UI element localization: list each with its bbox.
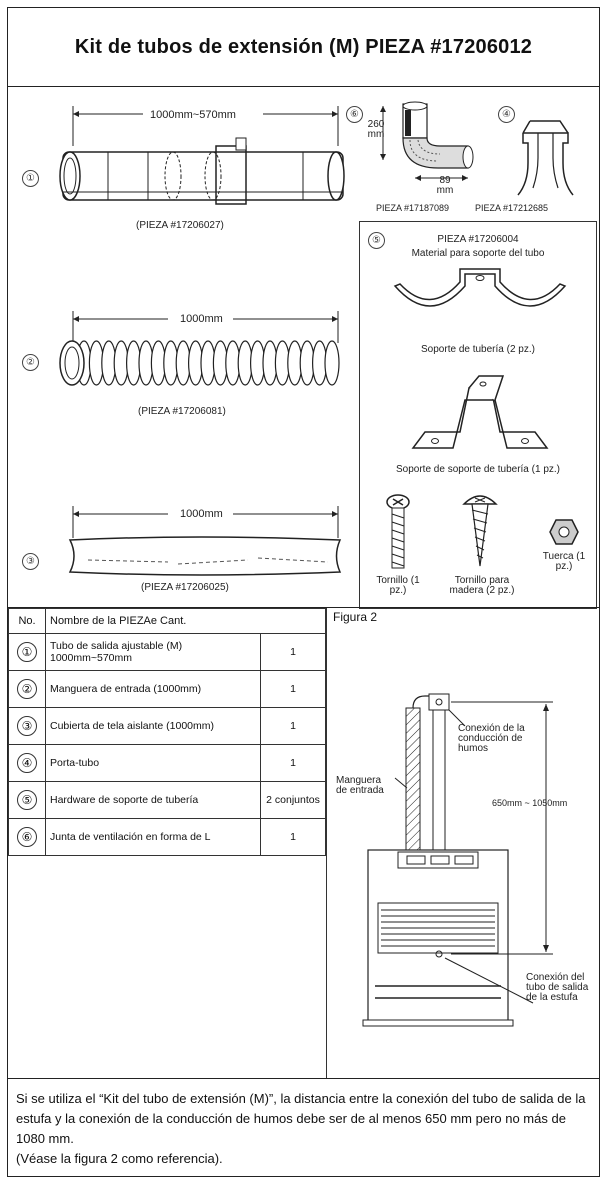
holder-part-number: PIEZA #17212685	[475, 203, 549, 213]
hose-rib	[324, 340, 340, 386]
header-name: Nombre de la PIEZAe Cant.	[45, 608, 326, 634]
elbow-width-label: 89 mm	[436, 175, 454, 196]
wood-screw-icon	[462, 495, 498, 567]
page-title: Kit de tubos de extensión (M) PIEZA #172…	[8, 8, 599, 87]
pipe-part-number: (PIEZA #17206027)	[136, 220, 224, 231]
hose-length-label: 1000mm	[180, 313, 223, 325]
item-number-1: ①	[22, 170, 39, 187]
row-name: Manguera de entrada (1000mm)	[45, 670, 261, 708]
row-number: ③	[17, 716, 37, 736]
intake-hose-label: Manguera de entrada	[336, 775, 384, 796]
wood-screw-label: Tornillo para madera (2 pz.)	[449, 575, 515, 596]
note-reference: (Véase la figura 2 como referencia).	[16, 1151, 223, 1166]
hose-part-number: (PIEZA #17206081)	[138, 406, 226, 417]
note-text: Si se utiliza el “Kit del tubo de extens…	[16, 1091, 586, 1146]
nut-label: Tuerca (1 pz.)	[542, 551, 586, 572]
flue-connection-label: Conexión de la conducción de humos	[458, 723, 525, 754]
figure2-diagram	[362, 693, 553, 1027]
distance-label: 650mm ~ 1050mm	[492, 798, 568, 808]
hardware-subtitle: Material para soporte del tubo	[411, 248, 545, 259]
parts-table: No. Nombre de la PIEZAe Cant. ① Tubo de s…	[8, 608, 326, 856]
table-row: ③ Cubierta de tela aislante (1000mm)1	[8, 707, 326, 745]
bracket-support-label: Soporte de soporte de tubería (1 pz.)	[396, 464, 560, 475]
row-name: Junta de ventilación en forma de L	[45, 818, 261, 856]
section-divider	[8, 607, 599, 608]
row-name: Porta-tubo	[45, 744, 261, 782]
item-number-3: ③	[22, 553, 39, 570]
row-name: Hardware de soporte de tubería	[45, 781, 261, 819]
header-no: No.	[8, 608, 46, 634]
hardware-panel: ⑤ PIEZA #17206004 Material para soporte …	[359, 221, 597, 609]
intake-hose-drawing	[59, 311, 340, 386]
screw-icon	[386, 494, 410, 569]
instruction-sheet: Kit de tubos de extensión (M) PIEZA #172…	[7, 7, 600, 1177]
note-box: Si se utiliza el “Kit del tubo de extens…	[8, 1078, 599, 1178]
row-name: Tubo de salida ajustable (M) 1000mm~570m…	[45, 633, 261, 671]
pipe-holder-drawing	[517, 120, 574, 196]
hardware-part-number: PIEZA #17206004	[437, 234, 519, 245]
nut-icon	[549, 519, 579, 545]
row-qty: 1	[260, 744, 326, 782]
cover-part-number: (PIEZA #17206025)	[141, 582, 229, 593]
table-row: ① Tubo de salida ajustable (M) 1000mm~570…	[8, 633, 326, 671]
table-row: ② Manguera de entrada (1000mm)1	[8, 670, 326, 708]
row-number: ①	[17, 642, 37, 662]
l-elbow-drawing	[380, 101, 474, 181]
row-number: ⑤	[17, 790, 37, 810]
row-qty: 1	[260, 670, 326, 708]
hose-ribs	[76, 340, 340, 386]
item-number-4: ④	[498, 106, 515, 123]
cover-length-label: 1000mm	[180, 508, 223, 520]
bracket-label: Soporte de tubería (2 pz.)	[421, 344, 535, 355]
row-qty: 1	[260, 633, 326, 671]
table-header: No. Nombre de la PIEZAe Cant.	[8, 608, 326, 634]
row-number: ⑥	[17, 827, 37, 847]
row-number: ②	[17, 679, 37, 699]
item-number-5: ⑤	[368, 232, 385, 249]
stove-connection-label: Conexión del tubo de salida de la estufa	[526, 972, 589, 1003]
elbow-height-label: 260 mm	[367, 119, 385, 140]
row-number: ④	[17, 753, 37, 773]
pipe-length-label: 1000mm~570mm	[150, 109, 236, 121]
row-qty: 2 conjuntos	[260, 781, 326, 819]
figure2-title: Figura 2	[333, 610, 378, 624]
item-number-2: ②	[22, 354, 39, 371]
row-name: Cubierta de tela aislante (1000mm)	[45, 707, 261, 745]
bracket-support-drawing	[411, 375, 549, 449]
adjustable-pipe-drawing	[59, 106, 345, 205]
item-number-6: ⑥	[346, 106, 363, 123]
row-qty: 1	[260, 818, 326, 856]
insulation-cover-drawing	[68, 506, 342, 576]
table-figure-divider	[326, 608, 327, 1078]
elbow-part-number: PIEZA #17187089	[376, 203, 450, 213]
pipe-bracket-drawing	[393, 268, 567, 307]
row-qty: 1	[260, 707, 326, 745]
screw-label: Tornillo (1 pz.)	[376, 575, 420, 596]
